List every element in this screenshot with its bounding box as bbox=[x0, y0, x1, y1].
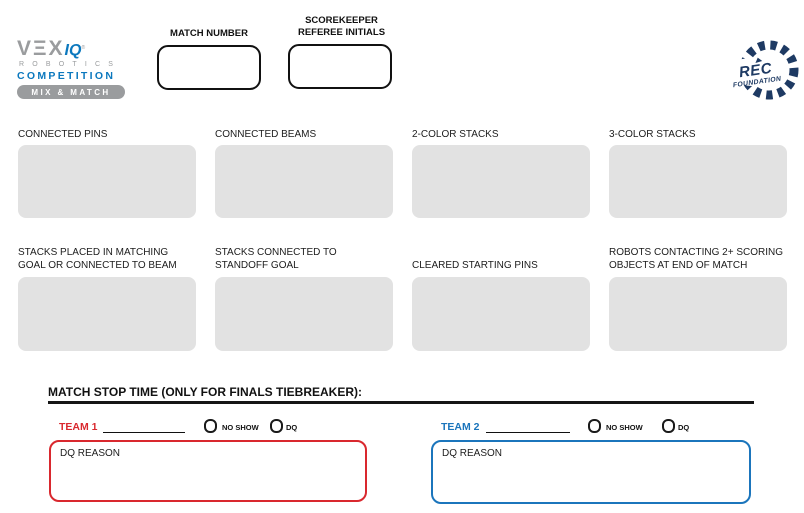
season-badge: MIX & MATCH bbox=[17, 85, 125, 99]
match-number-label: MATCH NUMBER bbox=[170, 28, 248, 39]
svg-text:REC: REC bbox=[738, 60, 774, 82]
score-cell-stacks-matching-goal: STACKS PLACED IN MATCHING GOAL OR CONNEC… bbox=[18, 246, 196, 351]
score-input-box[interactable] bbox=[609, 145, 787, 218]
score-label: CONNECTED PINS bbox=[18, 129, 108, 140]
scorekeeper-initials-label: SCOREKEEPER REFEREE INITIALS bbox=[297, 15, 386, 38]
team1-noshow-checkbox[interactable] bbox=[204, 419, 217, 433]
scorekeeper-initials-field: SCOREKEEPER REFEREE INITIALS bbox=[288, 15, 395, 89]
team2-row: TEAM 2 NO SHOW DQ bbox=[430, 419, 760, 437]
team1-row: TEAM 1 NO SHOW DQ bbox=[48, 419, 378, 437]
team1-dq-checkbox[interactable] bbox=[270, 419, 283, 433]
scorekeeper-initials-input-box[interactable] bbox=[288, 44, 392, 89]
score-label: 3-COLOR STACKS bbox=[609, 129, 696, 140]
team2-label: TEAM 2 bbox=[441, 421, 480, 433]
team2-dq-label: DQ bbox=[678, 423, 690, 432]
scoring-row-2: STACKS PLACED IN MATCHING GOAL OR CONNEC… bbox=[18, 246, 787, 351]
heading-rule bbox=[48, 401, 754, 404]
score-input-box[interactable] bbox=[412, 277, 590, 351]
score-input-box[interactable] bbox=[412, 145, 590, 218]
score-label: STACKS PLACED IN MATCHING GOAL OR CONNEC… bbox=[18, 247, 177, 271]
score-cell-3-color-stacks: 3-COLOR STACKS bbox=[609, 128, 787, 218]
team2-dq-reason-label: DQ REASON bbox=[442, 448, 503, 459]
team1-dq-reason-box[interactable]: DQ REASON bbox=[49, 440, 367, 502]
vex-competition-text: COMPETITION bbox=[17, 70, 116, 82]
score-cell-robots-contacting-objects: ROBOTS CONTACTING 2+ SCORING OBJECTS AT … bbox=[609, 246, 787, 351]
score-label: CONNECTED BEAMS bbox=[215, 129, 317, 140]
score-input-box[interactable] bbox=[18, 277, 196, 351]
score-input-box[interactable] bbox=[609, 277, 787, 351]
team2-dq-reason-box[interactable]: DQ REASON bbox=[431, 440, 751, 504]
match-number-input-box[interactable] bbox=[157, 45, 261, 90]
score-label: ROBOTS CONTACTING 2+ SCORING OBJECTS AT … bbox=[609, 247, 783, 271]
score-label: STACKS CONNECTED TO STANDOFF GOAL bbox=[215, 247, 337, 271]
match-stop-time-heading: MATCH STOP TIME (ONLY FOR FINALS TIEBREA… bbox=[48, 385, 363, 399]
team1-dq-reason-label: DQ REASON bbox=[60, 448, 121, 459]
team2-number-line[interactable] bbox=[486, 432, 570, 433]
score-label: CLEARED STARTING PINS bbox=[412, 260, 538, 271]
match-number-field: MATCH NUMBER bbox=[157, 28, 261, 90]
team1-number-line[interactable] bbox=[103, 432, 185, 433]
score-input-box[interactable] bbox=[215, 145, 393, 218]
score-label: 2-COLOR STACKS bbox=[412, 129, 499, 140]
score-cell-stacks-standoff-goal: STACKS CONNECTED TO STANDOFF GOAL bbox=[215, 246, 393, 351]
score-input-box[interactable] bbox=[215, 277, 393, 351]
team1-noshow-label: NO SHOW bbox=[222, 423, 259, 432]
team2-noshow-label: NO SHOW bbox=[606, 423, 643, 432]
vex-robotics-text: ROBOTICS bbox=[19, 61, 122, 68]
team1-label: TEAM 1 bbox=[59, 421, 98, 433]
gear-icon: REC FOUNDATION bbox=[725, 40, 799, 100]
score-input-box[interactable] bbox=[18, 145, 196, 218]
vex-wordmark: VΞXIQ® bbox=[17, 37, 86, 60]
team2-dq-checkbox[interactable] bbox=[662, 419, 675, 433]
team1-dq-label: DQ bbox=[286, 423, 298, 432]
score-cell-cleared-starting-pins: CLEARED STARTING PINS bbox=[412, 246, 590, 351]
team2-noshow-checkbox[interactable] bbox=[588, 419, 601, 433]
score-cell-connected-beams: CONNECTED BEAMS bbox=[215, 128, 393, 218]
rec-foundation-logo: REC FOUNDATION bbox=[716, 28, 800, 117]
score-cell-2-color-stacks: 2-COLOR STACKS bbox=[412, 128, 590, 218]
scoring-row-1: CONNECTED PINS CONNECTED BEAMS 2-COLOR S… bbox=[18, 128, 787, 218]
score-cell-connected-pins: CONNECTED PINS bbox=[18, 128, 196, 218]
vex-iq-logo: VΞXIQ® ROBOTICS COMPETITION MIX & MATCH bbox=[17, 37, 127, 99]
